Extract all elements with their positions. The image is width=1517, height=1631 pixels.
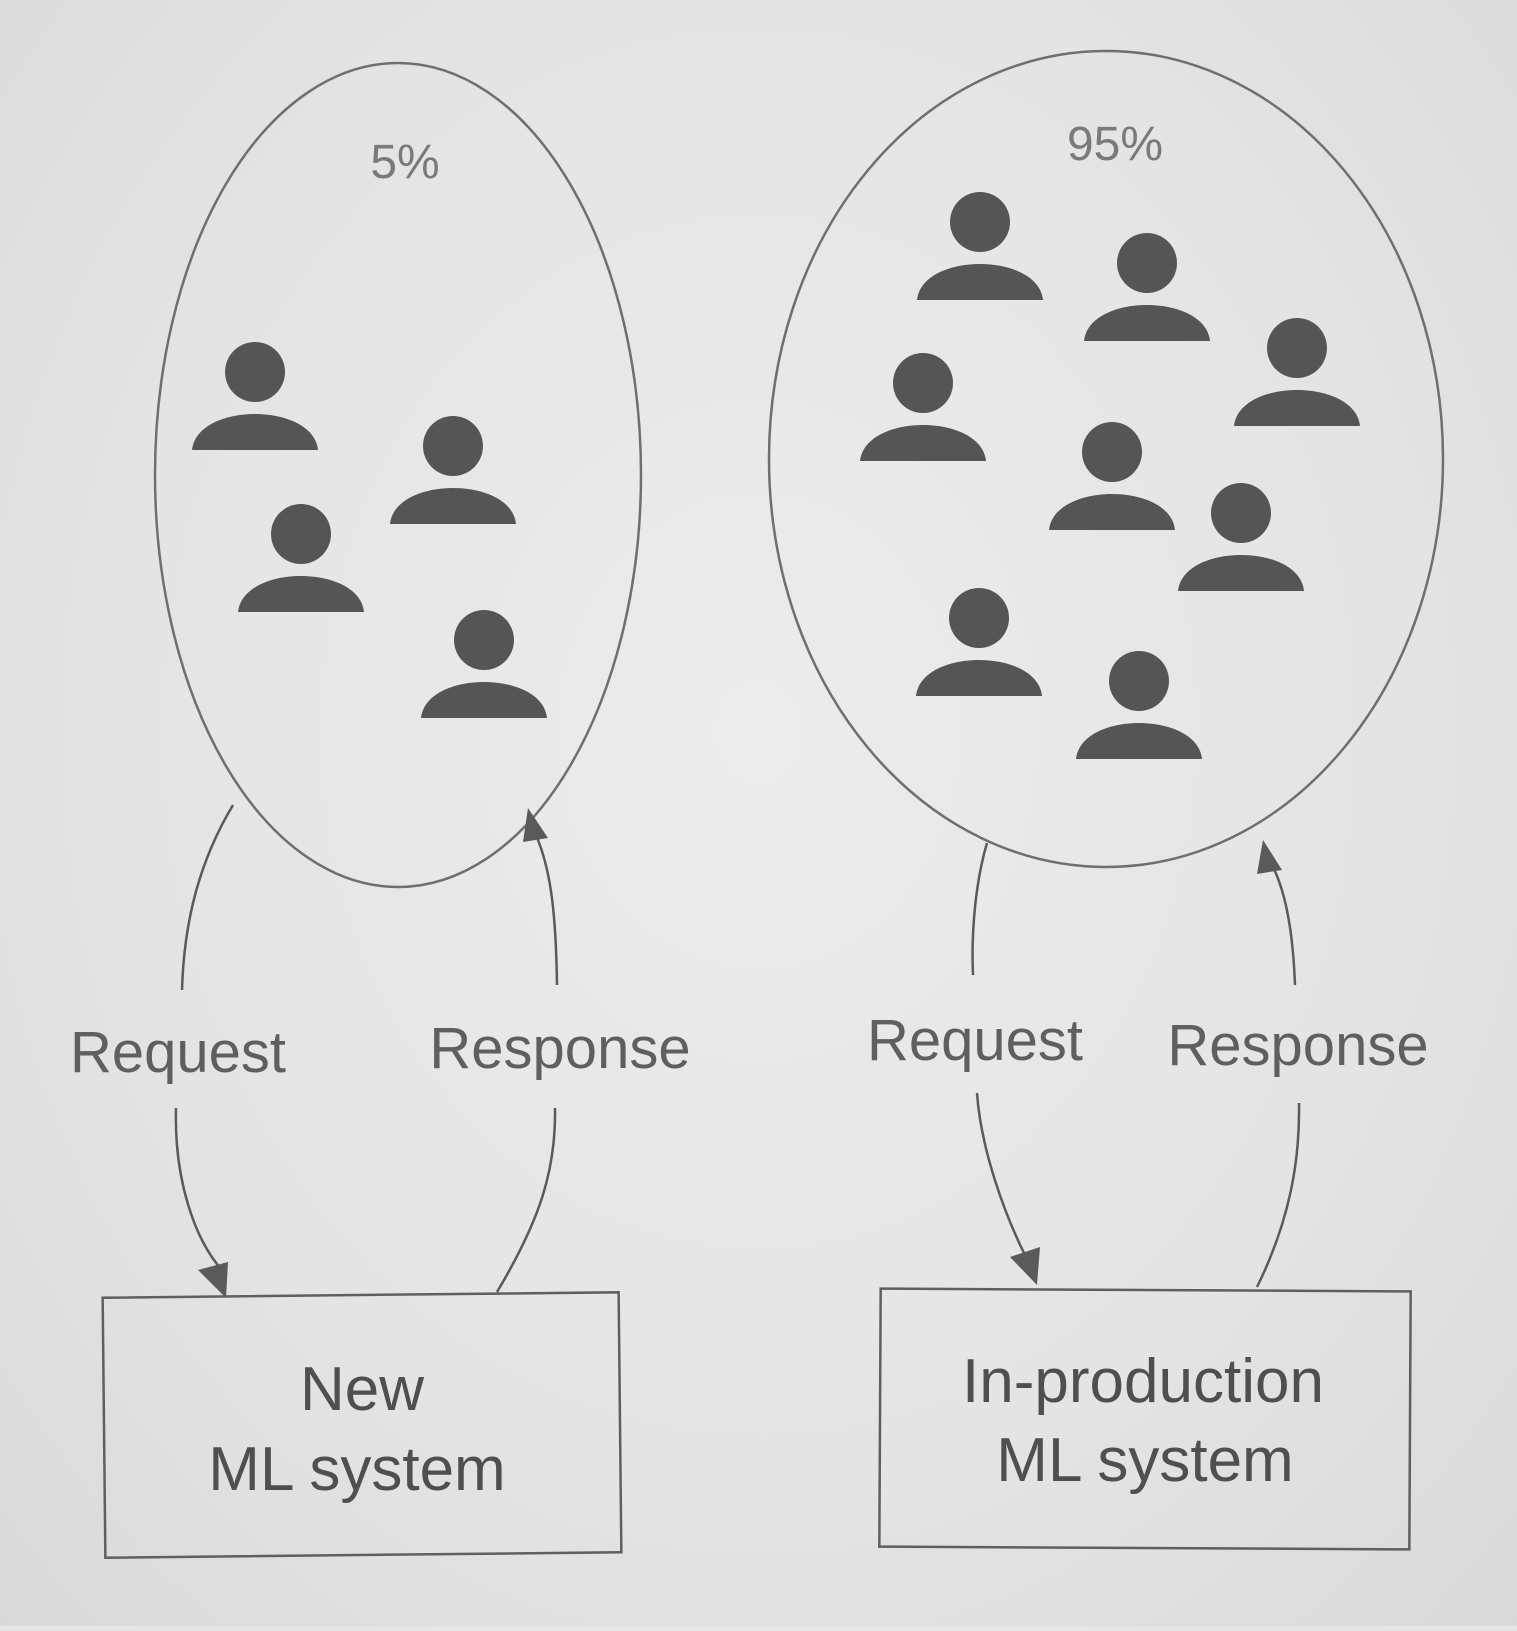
user-icon [238, 504, 364, 612]
in-production-ml-system-line1: In-production [962, 1347, 1324, 1416]
left-request-arrow-upper [180, 804, 235, 991]
new-ml-system-line1: New [300, 1355, 424, 1424]
right-response-arrow-upper [1270, 864, 1297, 986]
in-production-ml-system-box [878, 1287, 1412, 1551]
right-request-arrow-lower [975, 1092, 1027, 1256]
user-icon [1084, 233, 1210, 341]
left-request-arrow-lower [174, 1107, 223, 1271]
left-percentage: 5% [370, 136, 439, 189]
right-request-arrow-upper [971, 842, 989, 976]
left-response-arrow-lower [495, 1107, 557, 1293]
new-ml-system-line2: ML system [208, 1435, 505, 1504]
user-icon [1049, 422, 1175, 530]
user-icon [421, 610, 547, 718]
user-icon [192, 342, 318, 450]
right-response-arrow-lower [1255, 1102, 1301, 1288]
new-ml-system-box [101, 1291, 623, 1559]
right-percentage: 95% [1067, 118, 1163, 171]
left-response-arrow-upper [533, 832, 559, 986]
left-user-population [153, 61, 643, 889]
user-icon [860, 353, 986, 461]
user-icon [1178, 483, 1304, 591]
in-production-ml-system-line2: ML system [996, 1426, 1293, 1495]
right-group: 95% Request Response In-production ML sy… [767, 49, 1445, 1551]
left-group: 5% Request Response New ML system [70, 61, 691, 1559]
user-icon [390, 416, 516, 524]
left-response-label: Response [429, 1016, 690, 1081]
right-request-label: Request [867, 1008, 1083, 1073]
user-icon [917, 192, 1043, 300]
left-request-label: Request [70, 1020, 286, 1085]
right-user-population [767, 49, 1445, 869]
right-response-arrowhead [1257, 840, 1282, 874]
user-icon [1076, 651, 1202, 759]
right-response-label: Response [1167, 1013, 1428, 1078]
left-request-arrowhead [198, 1262, 228, 1298]
user-icon [1234, 318, 1360, 426]
user-icon [916, 588, 1042, 696]
left-response-arrowhead [523, 808, 548, 842]
right-request-arrowhead [1010, 1247, 1040, 1285]
